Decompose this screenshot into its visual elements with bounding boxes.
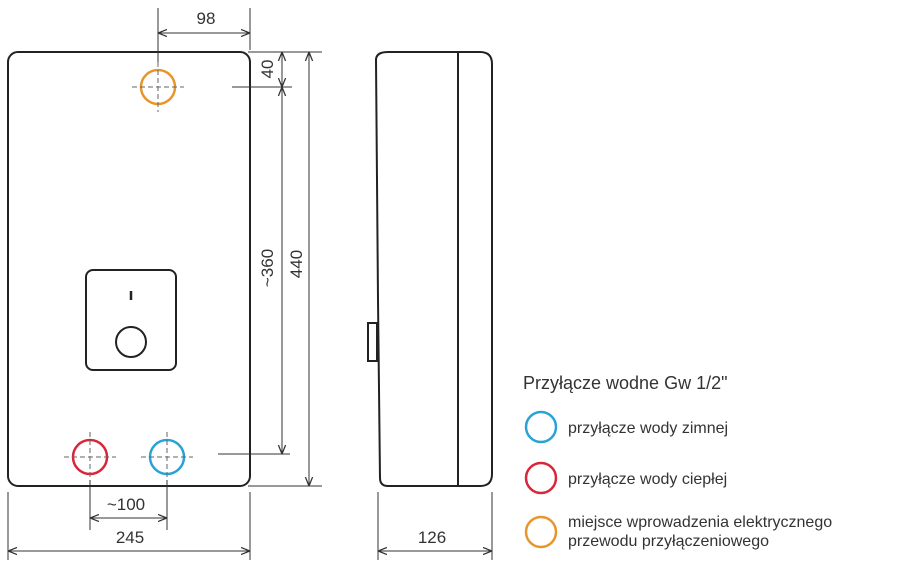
hot-water-inlet bbox=[64, 432, 116, 484]
legend-item-hot-label: przyłącze wody ciepłej bbox=[568, 471, 727, 488]
rotary-knob-icon bbox=[115, 326, 147, 358]
dim-top-offset-label: 98 bbox=[197, 9, 216, 28]
dim-total-width-label: 245 bbox=[116, 528, 144, 547]
electric-legend-icon bbox=[524, 515, 558, 549]
legend-item-hot: przyłącze wody ciepłej bbox=[524, 461, 727, 495]
dim-inlet-spacing-label: ~100 bbox=[107, 495, 145, 514]
dim-inlet-spacing: ~100 bbox=[89, 480, 168, 530]
dim-depth-label: 126 bbox=[418, 528, 446, 547]
electric-inlet bbox=[132, 62, 184, 112]
dim-total-width: 245 bbox=[7, 492, 251, 560]
legend-item-electric-line1: miejsce wprowadzenia elektrycznego bbox=[568, 514, 832, 531]
side-view-bracket bbox=[367, 322, 378, 362]
legend-title: Przyłącze wodne Gw 1/2" bbox=[523, 373, 727, 393]
front-view bbox=[7, 51, 251, 487]
cold-water-inlet bbox=[141, 432, 193, 484]
legend-item-cold: przyłącze wody zimnej bbox=[524, 410, 728, 444]
legend-item-cold-label: przyłącze wody zimnej bbox=[568, 420, 728, 437]
dim-top-offset: 98 bbox=[157, 8, 251, 62]
legend-item-electric-line2: przewodu przyłączeniowego bbox=[568, 533, 769, 550]
legend-item-electric: miejsce wprowadzenia elektrycznego przew… bbox=[524, 514, 832, 550]
legend: Przyłącze wodne Gw 1/2" przyłącze wody z… bbox=[523, 373, 832, 550]
dim-total-height: 440 bbox=[287, 52, 309, 486]
dim-depth: 126 bbox=[377, 492, 493, 560]
side-view bbox=[367, 51, 493, 487]
side-view-outline bbox=[374, 51, 493, 487]
control-panel bbox=[85, 269, 177, 371]
dim-inner-height: ~360 bbox=[258, 87, 282, 454]
hot-water-legend-icon bbox=[524, 461, 558, 495]
front-view-outline bbox=[7, 51, 251, 487]
dim-top-margin-label: 40 bbox=[258, 60, 277, 79]
dim-top-margin: 40 bbox=[258, 52, 282, 87]
dim-inner-height-label: ~360 bbox=[258, 249, 277, 287]
control-panel-frame bbox=[85, 269, 177, 371]
cold-water-legend-icon bbox=[524, 410, 558, 444]
dim-total-height-label: 440 bbox=[287, 250, 306, 278]
